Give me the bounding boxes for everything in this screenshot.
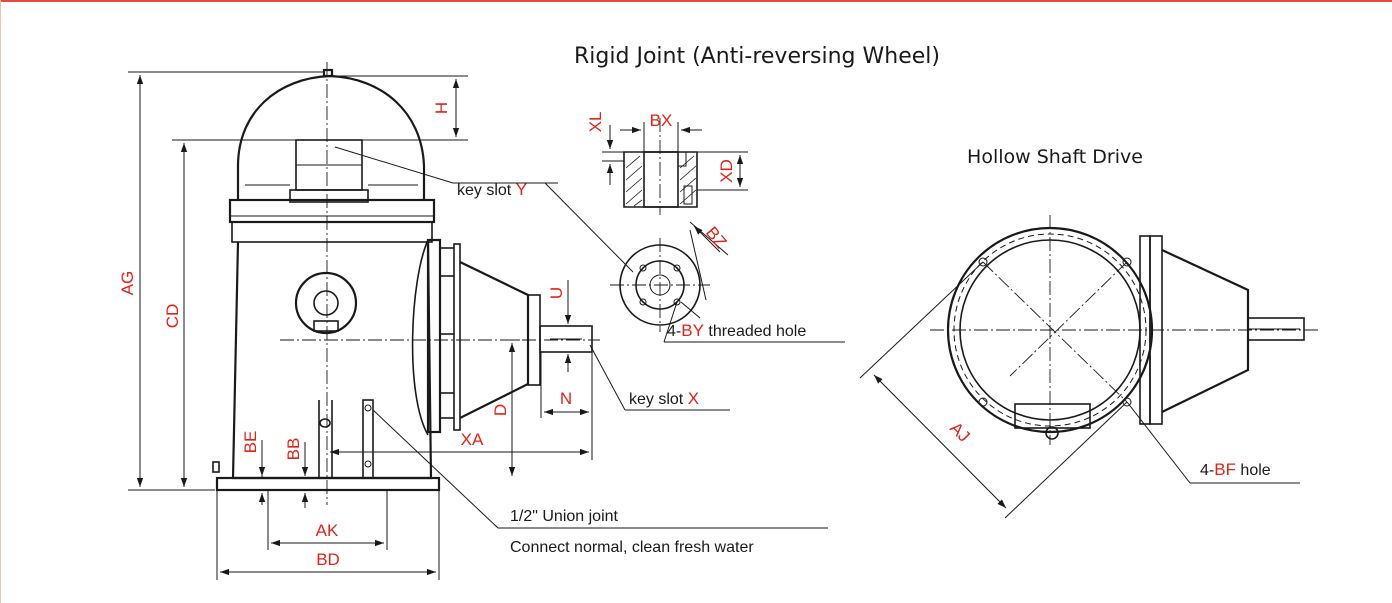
- dim-BX: BX: [650, 111, 673, 130]
- hollow-shaft-view: AJ 4-BF hole: [859, 215, 1320, 519]
- collar: [231, 221, 433, 243]
- elevation-view: AG CD H key slot Y U N key slot X D: [118, 62, 828, 580]
- pipe-fitting: [362, 399, 374, 479]
- inner-shaft-base: [289, 189, 369, 203]
- callout-key-slot-x: key slot X: [629, 389, 699, 408]
- coupling-section-detail: XL BX XD: [586, 111, 748, 215]
- base-plate: [215, 476, 441, 492]
- dim-BB: BB: [284, 438, 303, 461]
- dim-N: N: [560, 389, 572, 408]
- dim-BZ: BZ: [702, 223, 731, 252]
- callout-water-note: Connect normal, clean fresh water: [510, 539, 754, 556]
- callout-threaded-hole: 4-BY threaded hole: [667, 321, 806, 340]
- main-title: Rigid Joint (Anti-reversing Wheel): [574, 44, 940, 69]
- dome-cap: [322, 68, 334, 78]
- hollow-shaft-title: Hollow Shaft Drive: [967, 146, 1143, 168]
- dim-AG: AG: [118, 271, 137, 296]
- left-border: [0, 0, 1, 603]
- dim-XD: XD: [717, 159, 736, 183]
- callout-bf-hole: 4-BF hole: [1200, 460, 1271, 479]
- dim-AJ: AJ: [946, 418, 973, 445]
- dim-BD: BD: [316, 550, 340, 569]
- dim-U: U: [547, 287, 566, 299]
- dim-XA: XA: [461, 430, 484, 449]
- dim-XL: XL: [586, 112, 605, 133]
- dim-D: D: [491, 404, 510, 416]
- coupling-end-view: BZ 4-BY threaded hole: [610, 221, 845, 343]
- top-flange: [228, 198, 436, 224]
- dim-CD: CD: [163, 304, 182, 329]
- inspection-port: [294, 271, 358, 335]
- dome-cover: [236, 74, 426, 200]
- dim-AK: AK: [316, 521, 339, 540]
- housing-curve: [411, 239, 429, 436]
- callout-union-joint: 1/2" Union joint: [510, 508, 619, 525]
- dim-H: H: [432, 102, 451, 114]
- side-flange: [426, 238, 442, 434]
- top-border: [0, 0, 1392, 2]
- callout-key-slot-y: key slot Y: [457, 180, 527, 199]
- dim-BE: BE: [241, 431, 260, 454]
